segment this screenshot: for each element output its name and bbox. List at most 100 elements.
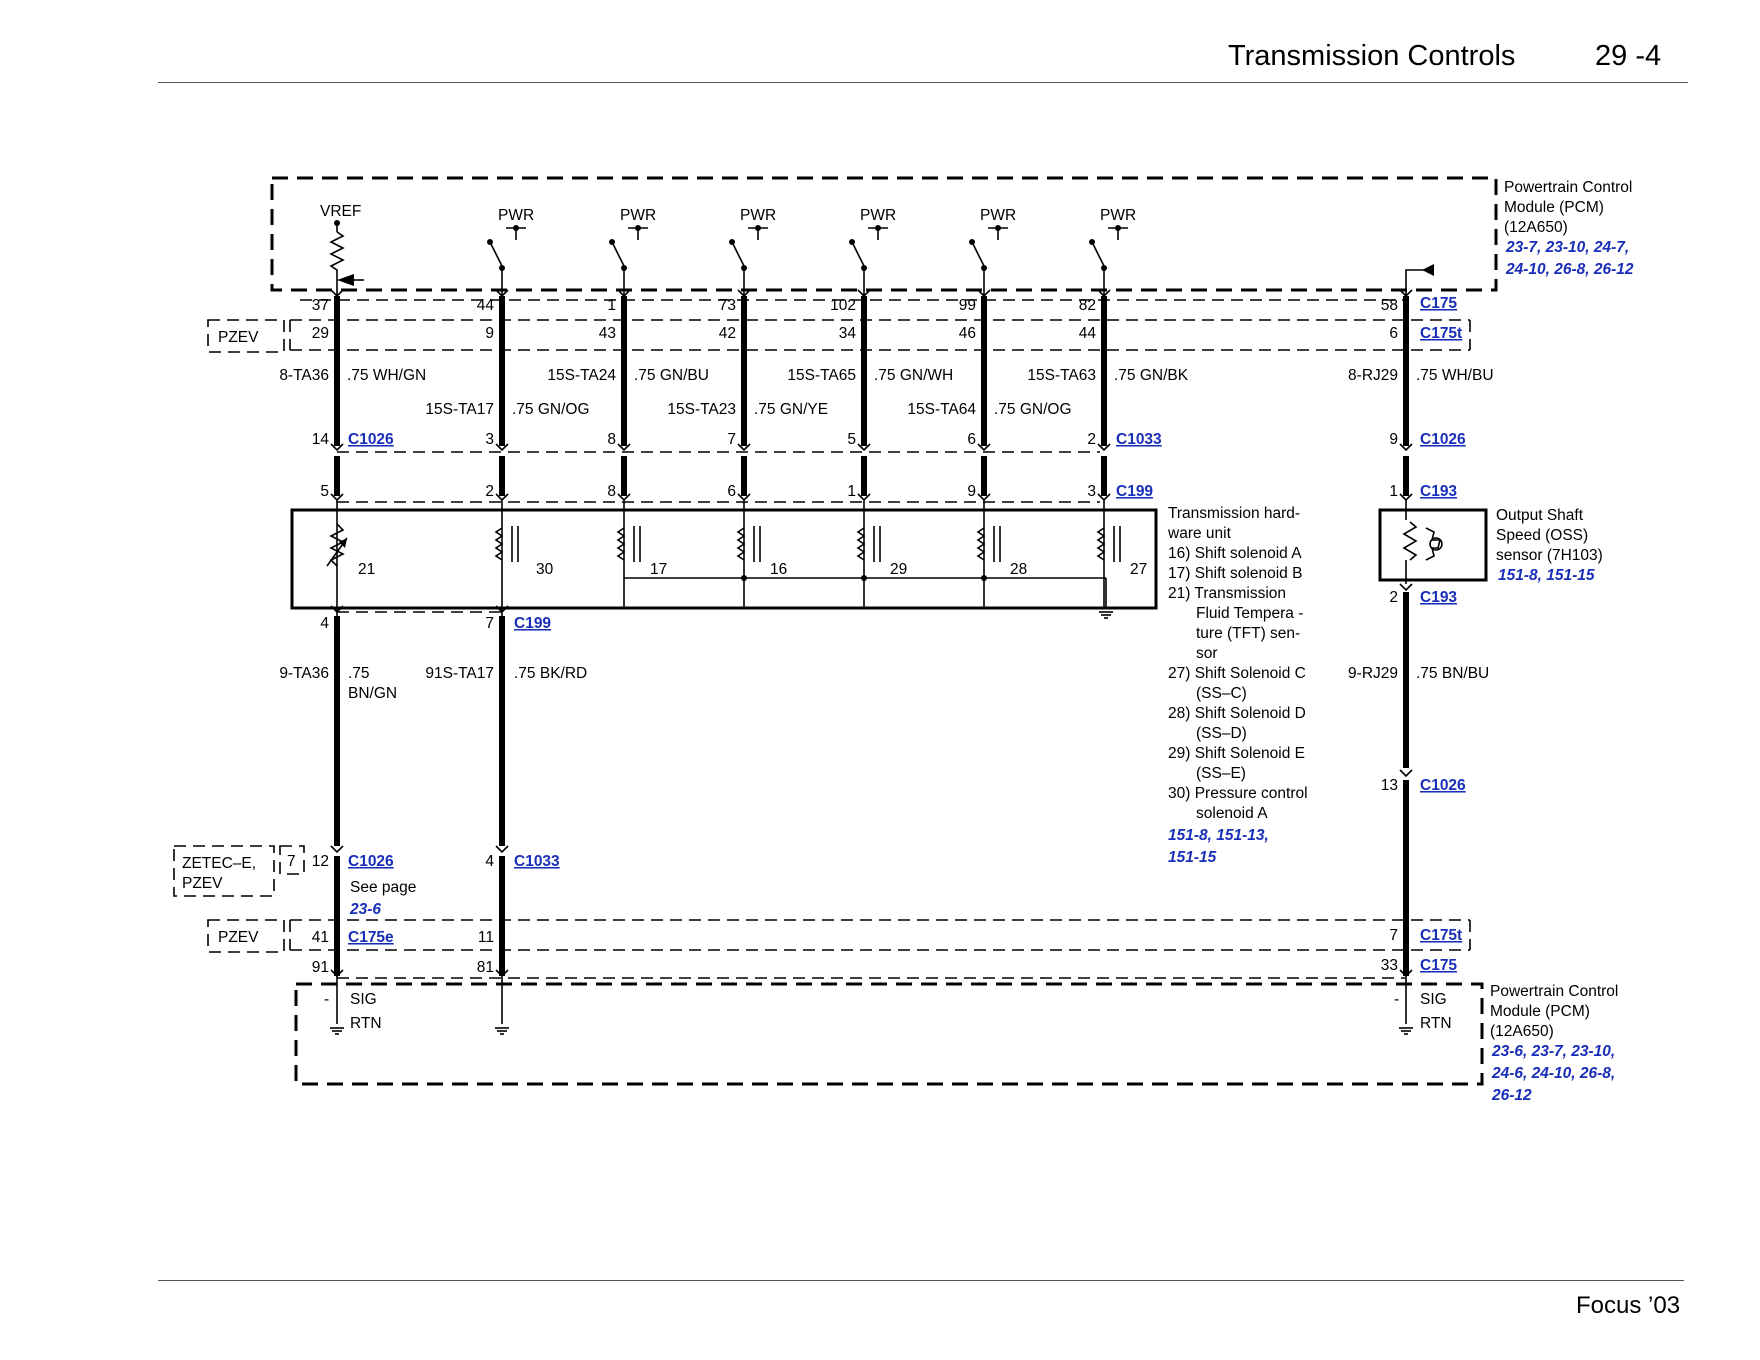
legend-item: 27) Shift Solenoid C (1168, 665, 1306, 682)
pin-number: 37 (312, 297, 329, 314)
pwr-label: PWR (620, 207, 656, 224)
legend-ref[interactable]: 151-8, 151-13, (1168, 827, 1269, 844)
rtn-label: RTN (350, 1015, 382, 1032)
wire-circuit: 15S-TA63 (1027, 367, 1096, 384)
wire-circuit: 8-TA36 (279, 367, 329, 384)
connector-c1033[interactable]: C1033 (1116, 431, 1162, 448)
oss-label: Speed (OSS) (1496, 527, 1588, 544)
transmission-hardware-unit-box (290, 508, 1158, 610)
footer-rule (158, 1280, 1684, 1281)
connector-c1026[interactable]: C1026 (348, 853, 394, 870)
connector-arrow-icon (617, 443, 631, 452)
pin-number: 8 (607, 431, 616, 448)
wire-color: BN/GN (348, 685, 397, 702)
solenoid-coil-icon (976, 527, 986, 561)
pcm-bottom-ref[interactable]: 24-6, 24-10, 26-8, (1491, 1065, 1615, 1082)
connector-arrow-icon (495, 493, 509, 502)
component-number: 21 (358, 561, 375, 578)
connector-c193[interactable]: C193 (1420, 589, 1457, 606)
pin-number: 33 (1381, 957, 1398, 974)
component-number: 27 (1130, 561, 1147, 578)
oss-label: sensor (7H103) (1496, 547, 1603, 564)
connector-arrow-icon (1097, 443, 1111, 452)
pcm-top-ref[interactable]: 23-7, 23-10, 24-7, (1505, 239, 1629, 256)
pin-number: 6 (727, 483, 736, 500)
oss-label: Output Shaft (1496, 507, 1584, 524)
switch-icon (731, 241, 745, 267)
connector-arrow-icon (617, 289, 631, 298)
pin-number: 7 (485, 615, 494, 632)
switch-icon (489, 241, 503, 267)
connector-arrow-icon (737, 443, 751, 452)
pcm-bottom-ref[interactable]: 23-6, 23-7, 23-10, (1491, 1043, 1615, 1060)
connector-c1033[interactable]: C1033 (514, 853, 560, 870)
connector-c175t[interactable]: C175t (1420, 927, 1462, 944)
wire-circuit: 91S-TA17 (425, 665, 494, 682)
connector-c199[interactable]: C199 (514, 615, 551, 632)
pin-number: 102 (830, 297, 856, 314)
wire-color: .75 WH/GN (347, 367, 426, 384)
section-title: Transmission Controls (1228, 40, 1516, 72)
connector-c1026[interactable]: C1026 (1420, 777, 1466, 794)
wire-color: .75 GN/BK (1114, 367, 1189, 384)
connector-arrow-icon (330, 289, 344, 298)
pin-number: 5 (847, 431, 856, 448)
zetec-pin: 7 (287, 853, 296, 870)
header-rule (158, 82, 1688, 83)
pcm-bottom-line: Powertrain Control (1490, 983, 1618, 1000)
pcm-bottom-ref[interactable]: 26-12 (1491, 1087, 1532, 1104)
wire-circuit: 15S-TA17 (425, 401, 494, 418)
wire-circuit: 15S-TA23 (667, 401, 736, 418)
zetec-label: ZETEC–E, (182, 855, 256, 872)
pin-number: 13 (1381, 777, 1398, 794)
pwr-label: PWR (1100, 207, 1136, 224)
legend-ref[interactable]: 151-15 (1168, 849, 1217, 866)
connector-c1026[interactable]: C1026 (1420, 431, 1466, 448)
connector-c175[interactable]: C175 (1420, 295, 1457, 312)
oss-ref[interactable]: 151-8, 151-15 (1498, 567, 1595, 584)
connector-c175t[interactable]: C175t (1420, 325, 1462, 342)
connector-arrow-icon (857, 443, 871, 452)
connector-arrow-icon (1097, 493, 1111, 502)
legend-item: (SS–C) (1196, 685, 1247, 702)
pin-number: 99 (959, 297, 976, 314)
legend-item: (SS–E) (1196, 765, 1246, 782)
pin-number: 3 (485, 431, 494, 448)
pcm-top-ref[interactable]: 24-10, 26-8, 26-12 (1505, 261, 1634, 278)
connector-c175e[interactable]: C175e (348, 929, 394, 946)
pzev-bottom-box (207, 919, 285, 953)
oss-sensor-box (1378, 508, 1488, 582)
connector-arrow-icon (1399, 969, 1413, 978)
connector-arrow-icon (495, 289, 509, 298)
see-page-ref[interactable]: 23-6 (349, 901, 381, 918)
pin-number: 1 (1389, 483, 1398, 500)
wire-circuit: 15S-TA24 (547, 367, 616, 384)
connector-c175[interactable]: C175 (1420, 957, 1457, 974)
pin-number: 34 (839, 325, 857, 342)
connector-c1026[interactable]: C1026 (348, 431, 394, 448)
legend-title: ware unit (1167, 525, 1232, 542)
pin-number: 29 (312, 325, 329, 342)
solenoid-coil-icon (1096, 527, 1106, 561)
connector-arrow-icon (330, 605, 344, 614)
zetec-box (173, 845, 275, 897)
connector-c193[interactable]: C193 (1420, 483, 1457, 500)
oss-gear-icon (1425, 527, 1442, 561)
zetec-label: PZEV (182, 875, 223, 892)
oss-coil-icon (1402, 521, 1418, 561)
legend-item: ture (TFT) sen- (1196, 625, 1300, 642)
input-arrow-icon (1422, 264, 1434, 276)
pcm-top-line: Module (PCM) (1504, 199, 1604, 216)
connector-c199[interactable]: C199 (1116, 483, 1153, 500)
pin-number: 58 (1381, 297, 1398, 314)
solenoid-coil-icon (736, 527, 746, 561)
pin-number: 9 (1389, 431, 1398, 448)
wire-color: .75 GN/OG (994, 401, 1072, 418)
wire-circuit: 9-TA36 (279, 665, 329, 682)
wire-color: .75 GN/YE (754, 401, 828, 418)
pin-number: 2 (1087, 431, 1096, 448)
arrow-icon (337, 274, 354, 286)
wire-color: .75 BN/BU (1416, 665, 1489, 682)
wire-color: .75 (348, 665, 370, 682)
